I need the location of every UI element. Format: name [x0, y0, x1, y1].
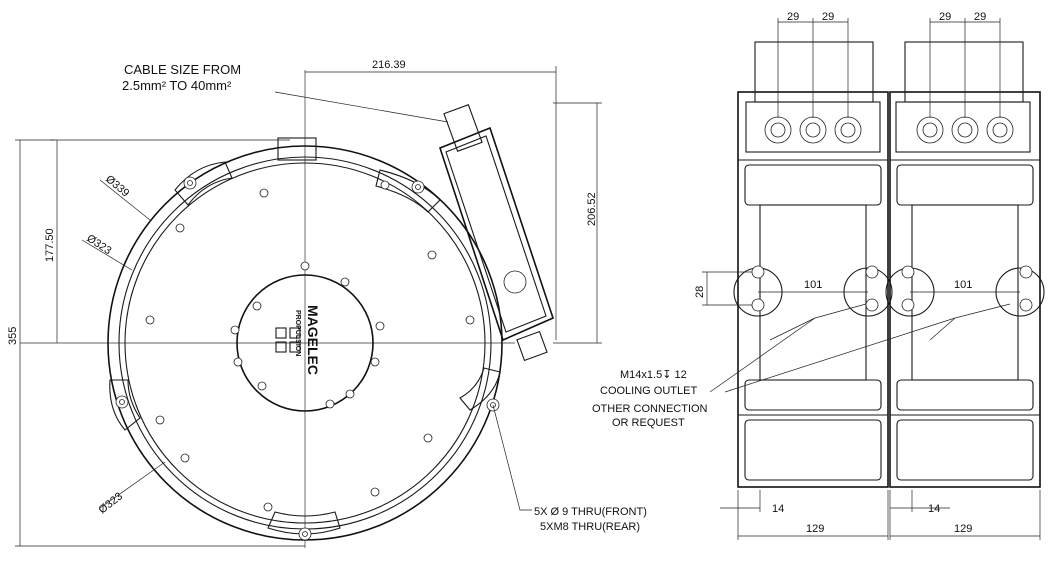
holes-front-label: 5X Ø 9 THRU(FRONT) [534, 506, 647, 518]
front-view: MAGELEC PROPULSION [20, 70, 554, 548]
center-hub [236, 274, 374, 412]
dim-28: 28 [694, 286, 706, 298]
cable-note-line1: CABLE SIZE FROM [124, 62, 241, 77]
side-view-right-module [885, 41, 1045, 488]
hub-holes [230, 261, 385, 409]
dim-29-b: 29 [822, 11, 834, 23]
dim-129-a: 129 [806, 523, 824, 535]
dim-216: 216.39 [372, 59, 406, 71]
magelec-logo: MAGELEC PROPULSION [294, 305, 321, 375]
dim-29-c: 29 [939, 11, 951, 23]
svg-text:PROPULSION: PROPULSION [294, 310, 301, 356]
dia-323-bottom: Ø323 [96, 490, 125, 516]
mounting-lugs [109, 137, 501, 535]
front-view-dimensions: 216.39 206.52 177.50 355 Ø339 Ø323 Ø323 … [7, 59, 647, 547]
dim-206: 206.52 [586, 192, 598, 226]
dia-339: Ø339 [103, 173, 131, 199]
housing-inner-ring [124, 162, 486, 524]
dim-29-a: 29 [787, 11, 799, 23]
on-request-label: OR REQUEST [612, 417, 685, 429]
dim-101-a: 101 [804, 279, 822, 291]
bolt-circle-holes [145, 180, 475, 512]
dim-129-b: 129 [954, 523, 972, 535]
terminal-box [439, 104, 554, 362]
dim-355: 355 [7, 327, 19, 345]
cooling-outlet-label: COOLING OUTLET [600, 385, 697, 397]
svg-text:MAGELEC: MAGELEC [305, 305, 321, 375]
holes-rear-label: 5XM8 THRU(REAR) [540, 521, 640, 533]
dia-323-top: Ø323 [84, 232, 113, 257]
dim-14-b: 14 [928, 503, 940, 515]
cable-note-line2: 2.5mm² TO 40mm² [122, 78, 232, 93]
dim-29-d: 29 [974, 11, 986, 23]
dim-177: 177.50 [44, 228, 56, 262]
logo-mark [275, 327, 301, 353]
dim-14-a: 14 [772, 503, 784, 515]
other-connection-label: OTHER CONNECTION [592, 403, 708, 415]
side-view-left-module [733, 41, 893, 488]
dim-101-b: 101 [954, 279, 972, 291]
thread-callout: M14x1.5↧ 12 [620, 369, 687, 381]
side-view-dimensions: 29 29 29 29 101 101 28 14 129 14 129 [592, 11, 1041, 540]
